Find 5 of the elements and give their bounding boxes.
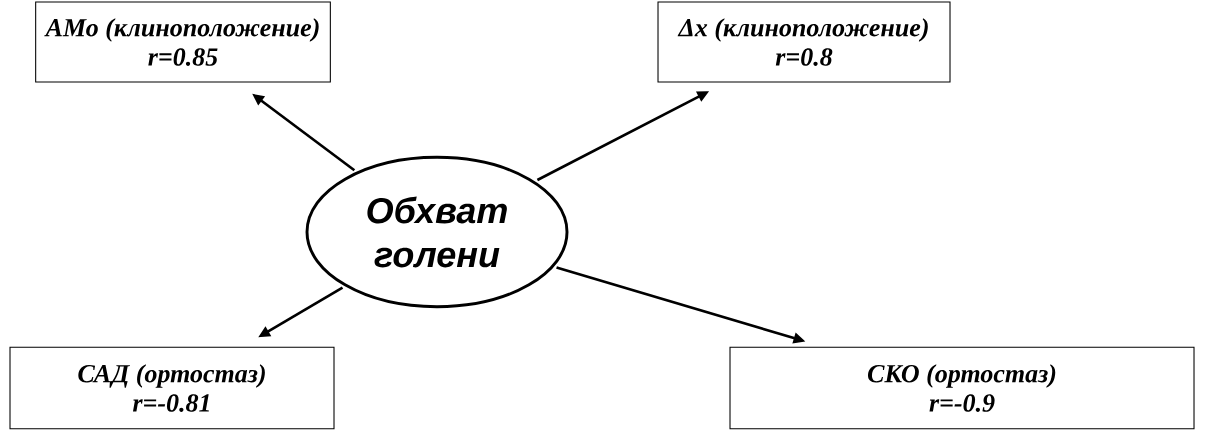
text-box: СКО (ортостаз) r=-0.9 — [729, 346, 1195, 430]
text-box: Δх (клиноположение) r=0.8 — [657, 1, 951, 83]
text-box: АМо (клиноположение) r=0.85 — [35, 1, 331, 83]
ellipse-node: Обхват голени — [305, 155, 569, 309]
text-box: САД (ортостаз) r=-0.81 — [9, 346, 335, 430]
